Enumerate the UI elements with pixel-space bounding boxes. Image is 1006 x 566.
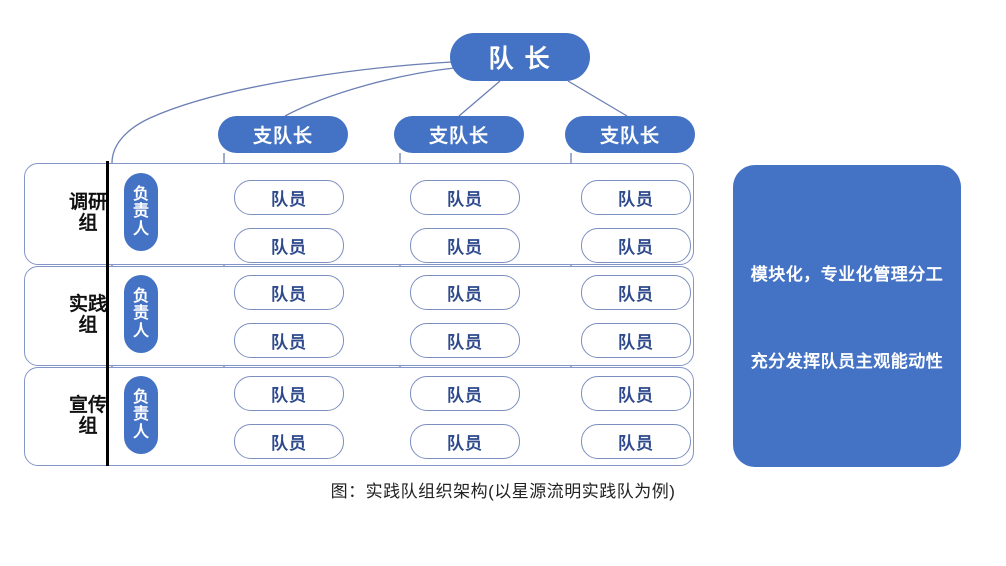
group-label-publicity: 宣传组 [53,368,123,465]
member-node[interactable]: 队员 [581,323,691,358]
member-node[interactable]: 队员 [410,376,520,411]
member-node[interactable]: 队员 [234,275,344,310]
member-label: 队员 [618,434,654,453]
group-label-practice: 实践组 [53,267,123,365]
sub-leader-label-3: 支队长 [599,126,660,147]
sub-leader-node-1[interactable]: 支队长 [218,116,348,153]
member-label: 队员 [618,333,654,352]
sub-leader-node-3[interactable]: 支队长 [565,116,695,153]
member-label: 队员 [447,333,483,352]
member-node[interactable]: 队员 [410,424,520,459]
wire-leader-to-subleader-2 [458,80,501,117]
member-label: 队员 [447,386,483,405]
member-node[interactable]: 队员 [581,424,691,459]
member-node[interactable]: 队员 [410,323,520,358]
member-label: 队员 [271,190,307,209]
member-node[interactable]: 队员 [581,376,691,411]
member-label: 队员 [271,333,307,352]
member-node[interactable]: 队员 [234,180,344,215]
member-label: 队员 [447,434,483,453]
member-node[interactable]: 队员 [581,180,691,215]
group-owner-label-publicity: 负责人 [132,389,149,441]
member-node[interactable]: 队员 [234,376,344,411]
member-label: 队员 [618,386,654,405]
member-label: 队员 [447,238,483,257]
summary-line-2: 充分发挥队员主观能动性 [750,352,944,371]
group-owner-label-practice: 负责人 [132,288,149,340]
sub-leader-label-2: 支队长 [428,126,489,147]
member-node[interactable]: 队员 [234,424,344,459]
sub-leader-label-1: 支队长 [252,126,313,147]
member-label: 队员 [271,285,307,304]
member-label: 队员 [271,238,307,257]
group-owner-research[interactable]: 负责人 [124,173,158,251]
team-leader-label: 队 长 [488,45,552,73]
member-label: 队员 [618,190,654,209]
member-node[interactable]: 队员 [581,228,691,263]
summary-line-1: 模块化，专业化管理分工 [750,265,944,284]
member-label: 队员 [447,190,483,209]
group-owner-practice[interactable]: 负责人 [124,275,158,353]
sub-leader-node-2[interactable]: 支队长 [394,116,524,153]
member-node[interactable]: 队员 [234,228,344,263]
group-label-practice-text: 实践组 [68,294,107,336]
member-node[interactable]: 队员 [410,228,520,263]
member-label: 队员 [618,285,654,304]
team-leader-node[interactable]: 队 长 [450,33,590,81]
wire-leader-to-subleader-1 [284,67,455,117]
member-node[interactable]: 队员 [234,323,344,358]
member-node[interactable]: 队员 [581,275,691,310]
group-owner-label-research: 负责人 [132,186,149,238]
group-label-research-text: 调研组 [68,192,107,234]
group-label-publicity-text: 宣传组 [68,394,107,437]
member-label: 队员 [447,285,483,304]
member-node[interactable]: 队员 [410,180,520,215]
group-label-research: 调研组 [53,164,123,264]
summary-panel: 模块化，专业化管理分工 充分发挥队员主观能动性 [733,165,961,467]
member-node[interactable]: 队员 [410,275,520,310]
member-label: 队员 [271,434,307,453]
group-owner-publicity[interactable]: 负责人 [124,376,158,454]
member-label: 队员 [618,238,654,257]
figure-caption: 图：实践队组织架构(以星源流明实践队为例) [330,482,676,501]
member-label: 队员 [271,386,307,405]
wire-leader-to-subleader-3 [567,80,628,117]
vertical-divider [106,161,109,466]
